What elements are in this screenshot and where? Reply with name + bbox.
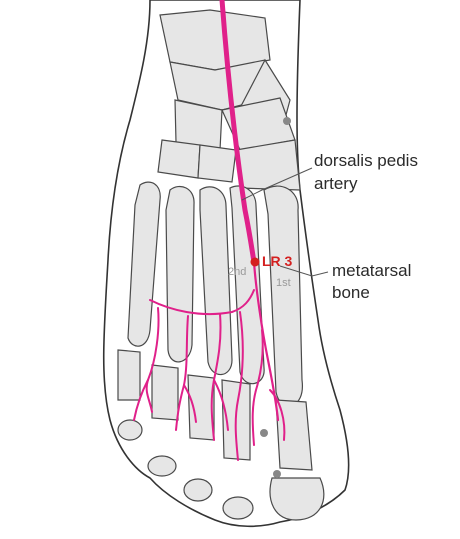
point-label: LR 3 <box>262 253 293 269</box>
bone-label-line2: bone <box>332 283 370 302</box>
first-metatarsal-label: 1st <box>276 277 291 289</box>
artery-branches <box>133 289 286 461</box>
artery-continuation <box>252 260 280 422</box>
landmark-dot <box>260 429 268 437</box>
artery-trunk <box>219 0 257 265</box>
bone-leader-line <box>279 265 329 277</box>
landmark-dot <box>273 470 281 478</box>
artery-leader-line <box>241 167 313 201</box>
acupoint-marker <box>250 257 260 267</box>
metatarsal-bones <box>127 181 303 407</box>
artery-label-line2: artery <box>314 174 358 193</box>
landmark-dot <box>283 117 291 125</box>
artery-label-line1: dorsalis pedis <box>314 151 418 170</box>
tarsal-bones <box>157 9 301 191</box>
second-metatarsal-label: 2nd <box>228 266 246 278</box>
bone-label-line1: metatarsal <box>332 261 411 280</box>
toe-bones <box>117 349 325 521</box>
